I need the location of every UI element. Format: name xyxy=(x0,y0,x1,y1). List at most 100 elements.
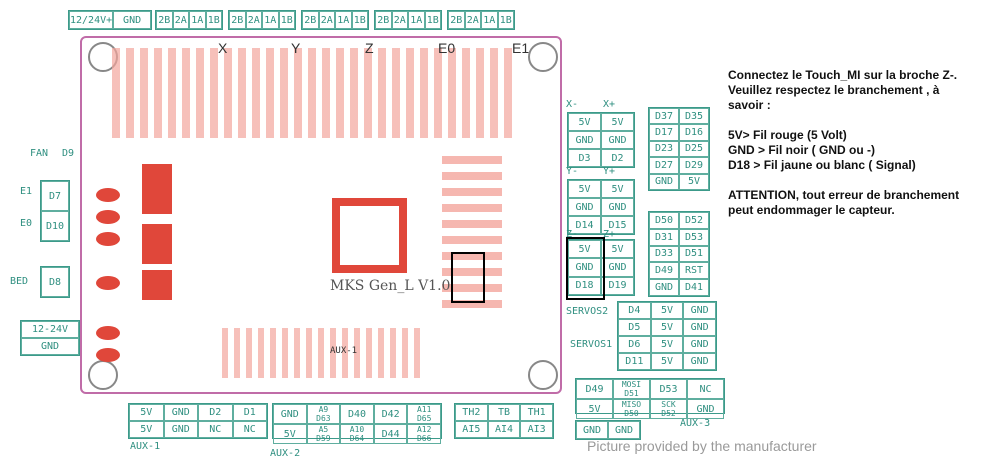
pin-cell: 2A xyxy=(245,11,262,29)
pin-cell: 5V xyxy=(650,302,684,319)
pin-cell: 1B xyxy=(424,11,441,29)
pin-cell: 1A xyxy=(189,11,206,29)
pin-cell: 5V xyxy=(129,421,164,438)
pin-cell: A10 D64 xyxy=(340,424,374,444)
pin-cell: 2B xyxy=(375,11,392,29)
pin-cell: D19 xyxy=(601,276,634,295)
pin-cell: 1B xyxy=(351,11,368,29)
pin-cell: RST xyxy=(679,262,709,280)
aux1-label: AUX-1 xyxy=(130,441,161,452)
x-minus-label: X- xyxy=(566,99,579,110)
driver-sockets xyxy=(112,48,512,138)
pin-cell: SCK D52 xyxy=(650,399,687,419)
note-line: savoir : xyxy=(728,98,771,112)
pcb-board: X Y Z E0 E1 MKS Gen_L V1.0 AUX-1 xyxy=(80,36,562,394)
pin-cell: A5 D59 xyxy=(306,424,341,444)
note-line: peut endommager le capteur. xyxy=(728,203,895,217)
aux2-label: AUX-2 xyxy=(270,448,301,459)
pin-cell: GND xyxy=(608,421,640,439)
pin-cell: D40 xyxy=(340,404,374,424)
pin-cell: D5 xyxy=(618,319,651,336)
aux3-label: AUX-3 xyxy=(680,418,711,429)
pin-cell: 5V xyxy=(650,353,684,370)
pin-cell: 1A xyxy=(262,11,279,29)
pin-cell: 2B xyxy=(229,11,246,29)
pin-cell: 5V xyxy=(650,336,684,353)
e0-label: E0 xyxy=(20,218,33,229)
terminal-pad xyxy=(96,232,120,246)
pin-cell: D49 xyxy=(649,262,679,280)
pin-table-power-top: 12/24V+GND xyxy=(68,10,152,30)
pin-cell: 5V xyxy=(679,173,709,190)
pin-cell: D29 xyxy=(679,157,709,174)
note-line: ATTENTION, tout erreur de branchement xyxy=(728,188,960,202)
note-line xyxy=(728,173,959,188)
axis-label-y: Y xyxy=(291,40,301,56)
pin-cell: 1A xyxy=(408,11,425,29)
pin-cell: D11 xyxy=(618,353,651,370)
highlight-board-z-header xyxy=(451,252,485,303)
note-line: Veuillez respectez le branchement , à xyxy=(728,83,940,97)
pin-cell: GND xyxy=(601,131,634,149)
pin-cell: GND xyxy=(601,258,634,277)
mosfet xyxy=(142,224,172,264)
pin-cell: 12-24V xyxy=(21,321,79,338)
pin-cell: D3 xyxy=(568,149,601,167)
pin-cell: D37 xyxy=(649,108,679,125)
y-minus-label: Y- xyxy=(566,166,579,177)
pin-cell: D27 xyxy=(649,157,679,174)
pin-cell: 2A xyxy=(391,11,408,29)
axis-label-x: X xyxy=(218,40,228,56)
axis-label-e1: E1 xyxy=(512,40,530,56)
pin-cell: 5V xyxy=(273,424,307,444)
pin-cell: GND xyxy=(568,258,601,277)
terminal-pad xyxy=(96,348,120,362)
pin-cell: AI5 xyxy=(455,421,488,438)
servos1-label: SERVOS1 xyxy=(570,339,613,350)
bed-label: BED xyxy=(10,276,29,287)
pin-cell: 1B xyxy=(278,11,295,29)
axis-label-e0: E0 xyxy=(438,40,456,56)
pin-cell: D8 xyxy=(41,267,69,297)
pin-cell: 5V xyxy=(568,180,601,198)
pin-cell: 1A xyxy=(481,11,498,29)
instructions-note: Connectez le Touch_MI sur la broche Z-.V… xyxy=(728,68,959,218)
note-line: D18 > Fil jaune ou blanc ( Signal) xyxy=(728,158,916,172)
mcu-chip xyxy=(332,198,407,273)
mount-hole xyxy=(528,360,558,390)
pin-cell: D51 xyxy=(679,245,709,263)
pin-cell: 1A xyxy=(335,11,352,29)
pin-cell: GND xyxy=(568,131,601,149)
pin-cell: D6 xyxy=(618,336,651,353)
fan-label: FAN xyxy=(30,148,49,159)
terminal-pad xyxy=(96,188,120,202)
terminal-pad xyxy=(96,326,120,340)
pin-cell: D2 xyxy=(198,404,233,421)
pin-cell: 2B xyxy=(156,11,173,29)
pin-cell: 2A xyxy=(318,11,335,29)
pin-cell: D41 xyxy=(679,279,709,296)
pin-cell: GND xyxy=(163,404,198,421)
pin-cell: 1B xyxy=(497,11,514,29)
watermark: Picture provided by the manufacturer xyxy=(587,438,817,454)
pin-cell: GND xyxy=(273,404,307,424)
pin-cell: 2A xyxy=(172,11,189,29)
y-plus-label: Y+ xyxy=(603,166,616,177)
pin-cell: MISO D50 xyxy=(613,399,650,419)
terminal-pad xyxy=(96,276,120,290)
pin-cell: D52 xyxy=(679,212,709,229)
pin-cell: 5V xyxy=(601,113,634,131)
pin-cell: GND xyxy=(163,421,198,438)
pin-cell: TH2 xyxy=(455,404,488,421)
board-aux1-silk: AUX-1 xyxy=(330,346,358,356)
pin-cell: 5V xyxy=(601,240,634,259)
pin-cell: D53 xyxy=(650,379,687,399)
pin-cell: 1B xyxy=(205,11,222,29)
note-line: 5V> Fil rouge (5 Volt) xyxy=(728,128,847,142)
pin-cell: TB xyxy=(487,404,521,421)
z-plus-label: Z+ xyxy=(603,229,616,240)
